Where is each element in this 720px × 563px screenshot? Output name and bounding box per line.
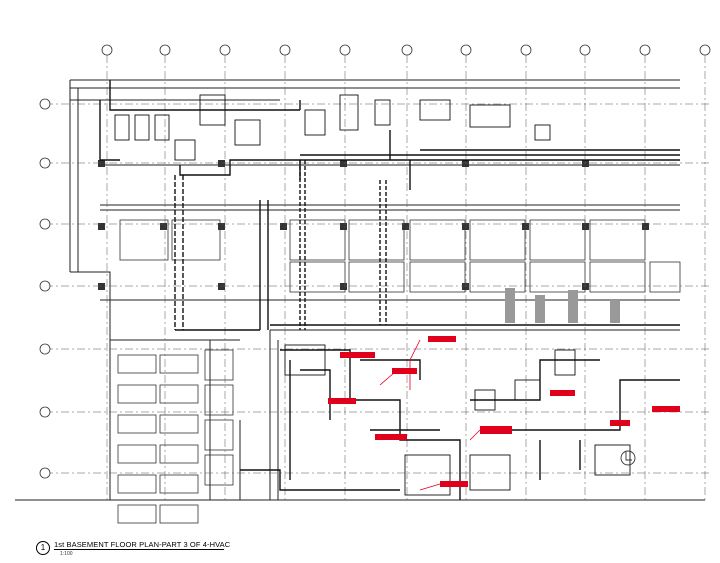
accessible-parking-icon [620, 450, 636, 466]
structural-columns [98, 160, 649, 290]
ramp-blocks [505, 288, 620, 323]
red-leader-lines [379, 339, 481, 491]
drawing-title-block: 1 1st BASEMENT FLOOR PLAN-PART 3 OF 4-HV… [36, 537, 296, 559]
drawing-title: 1st BASEMENT FLOOR PLAN-PART 3 OF 4-HVAC [54, 540, 231, 549]
drawing-scale: 1:100 [60, 551, 73, 557]
building-outline [15, 79, 705, 501]
grid-bubbles [39, 44, 711, 479]
red-tags [328, 336, 680, 487]
title-underline [54, 549, 224, 550]
grid-lines [45, 55, 710, 500]
drawing-number-bubble: 1 [36, 541, 50, 555]
hvac-ductwork [99, 80, 680, 500]
mechanical-equipment [114, 94, 631, 496]
parking-bays [117, 219, 681, 524]
